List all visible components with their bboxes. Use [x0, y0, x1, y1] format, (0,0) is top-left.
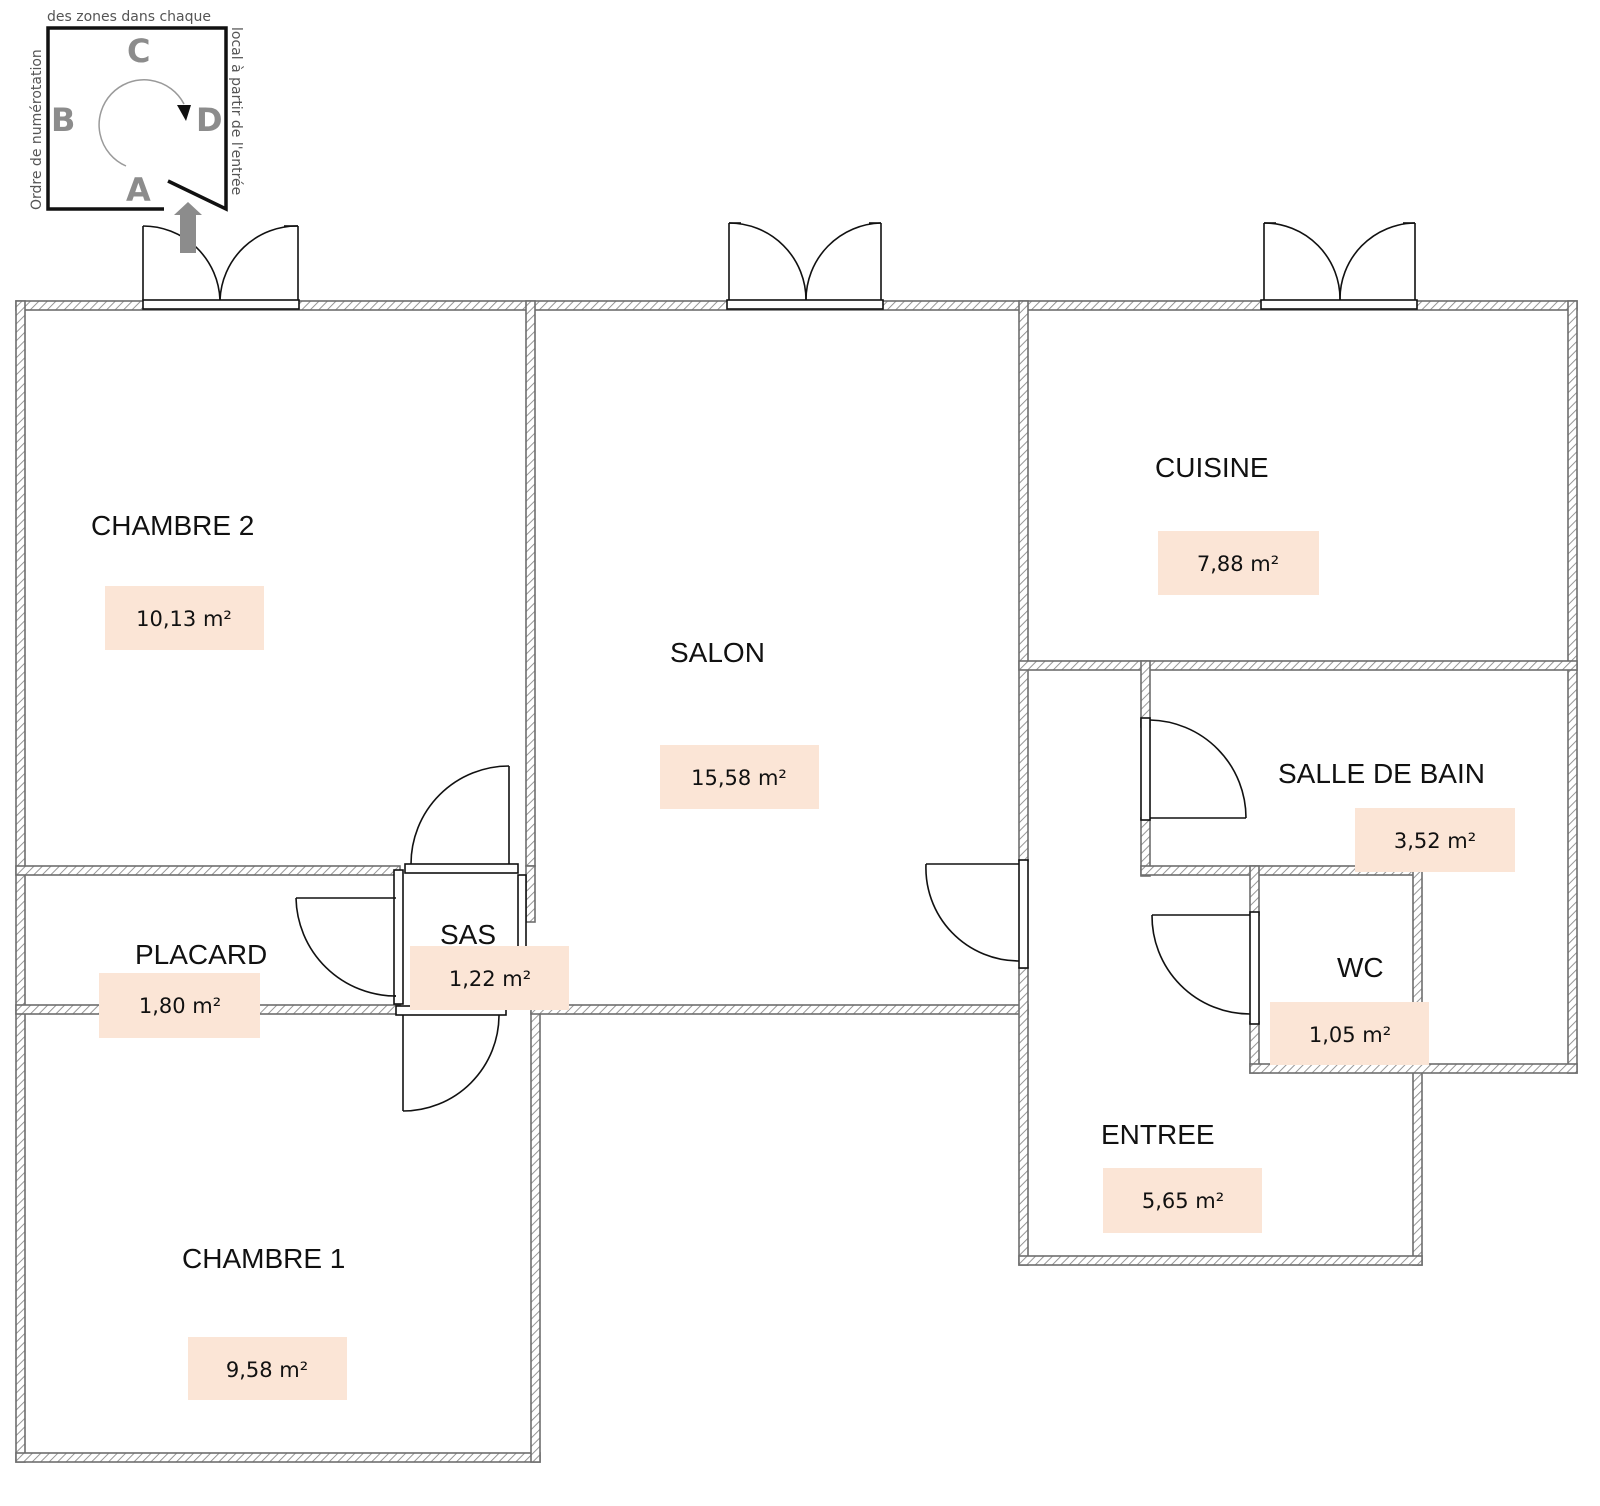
- room-area: 5,65 m²: [1142, 1189, 1224, 1213]
- room-area: 3,52 m²: [1394, 829, 1476, 853]
- room-cuisine: CUISINE 7,88 m²: [1155, 452, 1319, 595]
- wall-bottom-chambre1: [15, 1452, 541, 1463]
- room-area: 7,88 m²: [1197, 552, 1279, 576]
- area-box: [105, 586, 264, 650]
- room-salon: SALON 15,58 m²: [660, 637, 819, 809]
- wall-entree-bottom: [1018, 1255, 1423, 1266]
- walls: [15, 300, 1578, 1463]
- legend-letter-c: C: [127, 32, 150, 70]
- room-area: 1,05 m²: [1309, 1023, 1391, 1047]
- room-area: 15,58 m²: [691, 766, 787, 790]
- wall-chambre2-salon: [525, 300, 536, 867]
- area-box: [1355, 808, 1515, 872]
- wall-salon-east-lower: [1018, 967, 1029, 1266]
- room-wc: WC 1,05 m²: [1270, 952, 1429, 1065]
- numbering-legend: des zones dans chaque Ordre de numérotat…: [29, 9, 244, 253]
- room-name: WC: [1337, 952, 1384, 983]
- legend-rotation-arrow: [98, 79, 185, 167]
- door-entree-wc: [1151, 911, 1260, 1025]
- area-box: [410, 946, 569, 1010]
- room-chambre2: CHAMBRE 2 10,13 m²: [91, 510, 264, 650]
- area-box: [188, 1337, 347, 1400]
- room-area: 1,80 m²: [139, 994, 221, 1018]
- wall-salon-east: [1018, 300, 1029, 862]
- room-name: CUISINE: [1155, 452, 1269, 483]
- wall-wc-left: [1249, 865, 1260, 916]
- room-name: SAS: [440, 919, 496, 950]
- area-box: [660, 745, 819, 809]
- window-cuisine: [1260, 222, 1418, 310]
- legend-text-top: des zones dans chaque: [47, 9, 211, 25]
- door-entree-sdb: [1140, 717, 1247, 821]
- legend-text-left: Ordre de numérotation: [29, 49, 45, 210]
- entry-arrow-icon: [174, 202, 202, 253]
- area-box: [1158, 531, 1319, 595]
- area-box: [1270, 1002, 1429, 1065]
- legend-room-outline: [46, 26, 228, 212]
- room-area: 1,22 m²: [449, 967, 531, 991]
- wall-wc-bottom: [1249, 1063, 1578, 1074]
- interior-doors: [295, 717, 1260, 1112]
- wall-salon-bottom: [530, 1004, 1029, 1015]
- room-name: CHAMBRE 1: [182, 1243, 345, 1274]
- door-sas-placard: [295, 869, 404, 1005]
- door-sas-chambre2: [404, 765, 519, 874]
- room-name: ENTREE: [1101, 1119, 1215, 1150]
- window-chambre2: [142, 225, 300, 310]
- room-salle-de-bain: SALLE DE BAIN 3,52 m²: [1278, 758, 1515, 872]
- wall-right-chambre1: [530, 1011, 541, 1463]
- room-chambre1: CHAMBRE 1 9,58 m²: [182, 1243, 347, 1400]
- legend-letter-b: B: [51, 101, 75, 139]
- window-salon: [726, 222, 884, 310]
- door-sas-chambre1: [395, 1005, 507, 1112]
- wall-sas-right: [525, 865, 536, 923]
- room-area: 10,13 m²: [136, 607, 232, 631]
- room-name: PLACARD: [135, 939, 267, 970]
- room-name: SALON: [670, 637, 765, 668]
- area-box: [1103, 1168, 1262, 1233]
- wall-right-outer: [1567, 300, 1578, 1074]
- room-entree: ENTREE 5,65 m²: [1101, 1119, 1262, 1233]
- wall-chambre2-bottom: [15, 865, 401, 876]
- room-name: CHAMBRE 2: [91, 510, 254, 541]
- wall-cuisine-bottom: [1018, 660, 1578, 671]
- room-placard: PLACARD 1,80 m²: [99, 939, 267, 1038]
- room-area: 9,58 m²: [226, 1358, 308, 1382]
- room-name: SALLE DE BAIN: [1278, 758, 1485, 789]
- wall-left-outer: [15, 300, 26, 1463]
- wall-sdb-left: [1140, 660, 1151, 728]
- legend-letter-d: D: [196, 101, 223, 139]
- legend-text-right: local à partir de l'entrée: [228, 27, 244, 195]
- room-sas: SAS 1,22 m²: [410, 919, 569, 1010]
- arrow-head-icon: [177, 105, 191, 121]
- door-salon-entree: [925, 859, 1029, 969]
- area-box: [99, 973, 260, 1038]
- facade-windows: [142, 222, 1418, 310]
- legend-letter-a: A: [126, 171, 151, 209]
